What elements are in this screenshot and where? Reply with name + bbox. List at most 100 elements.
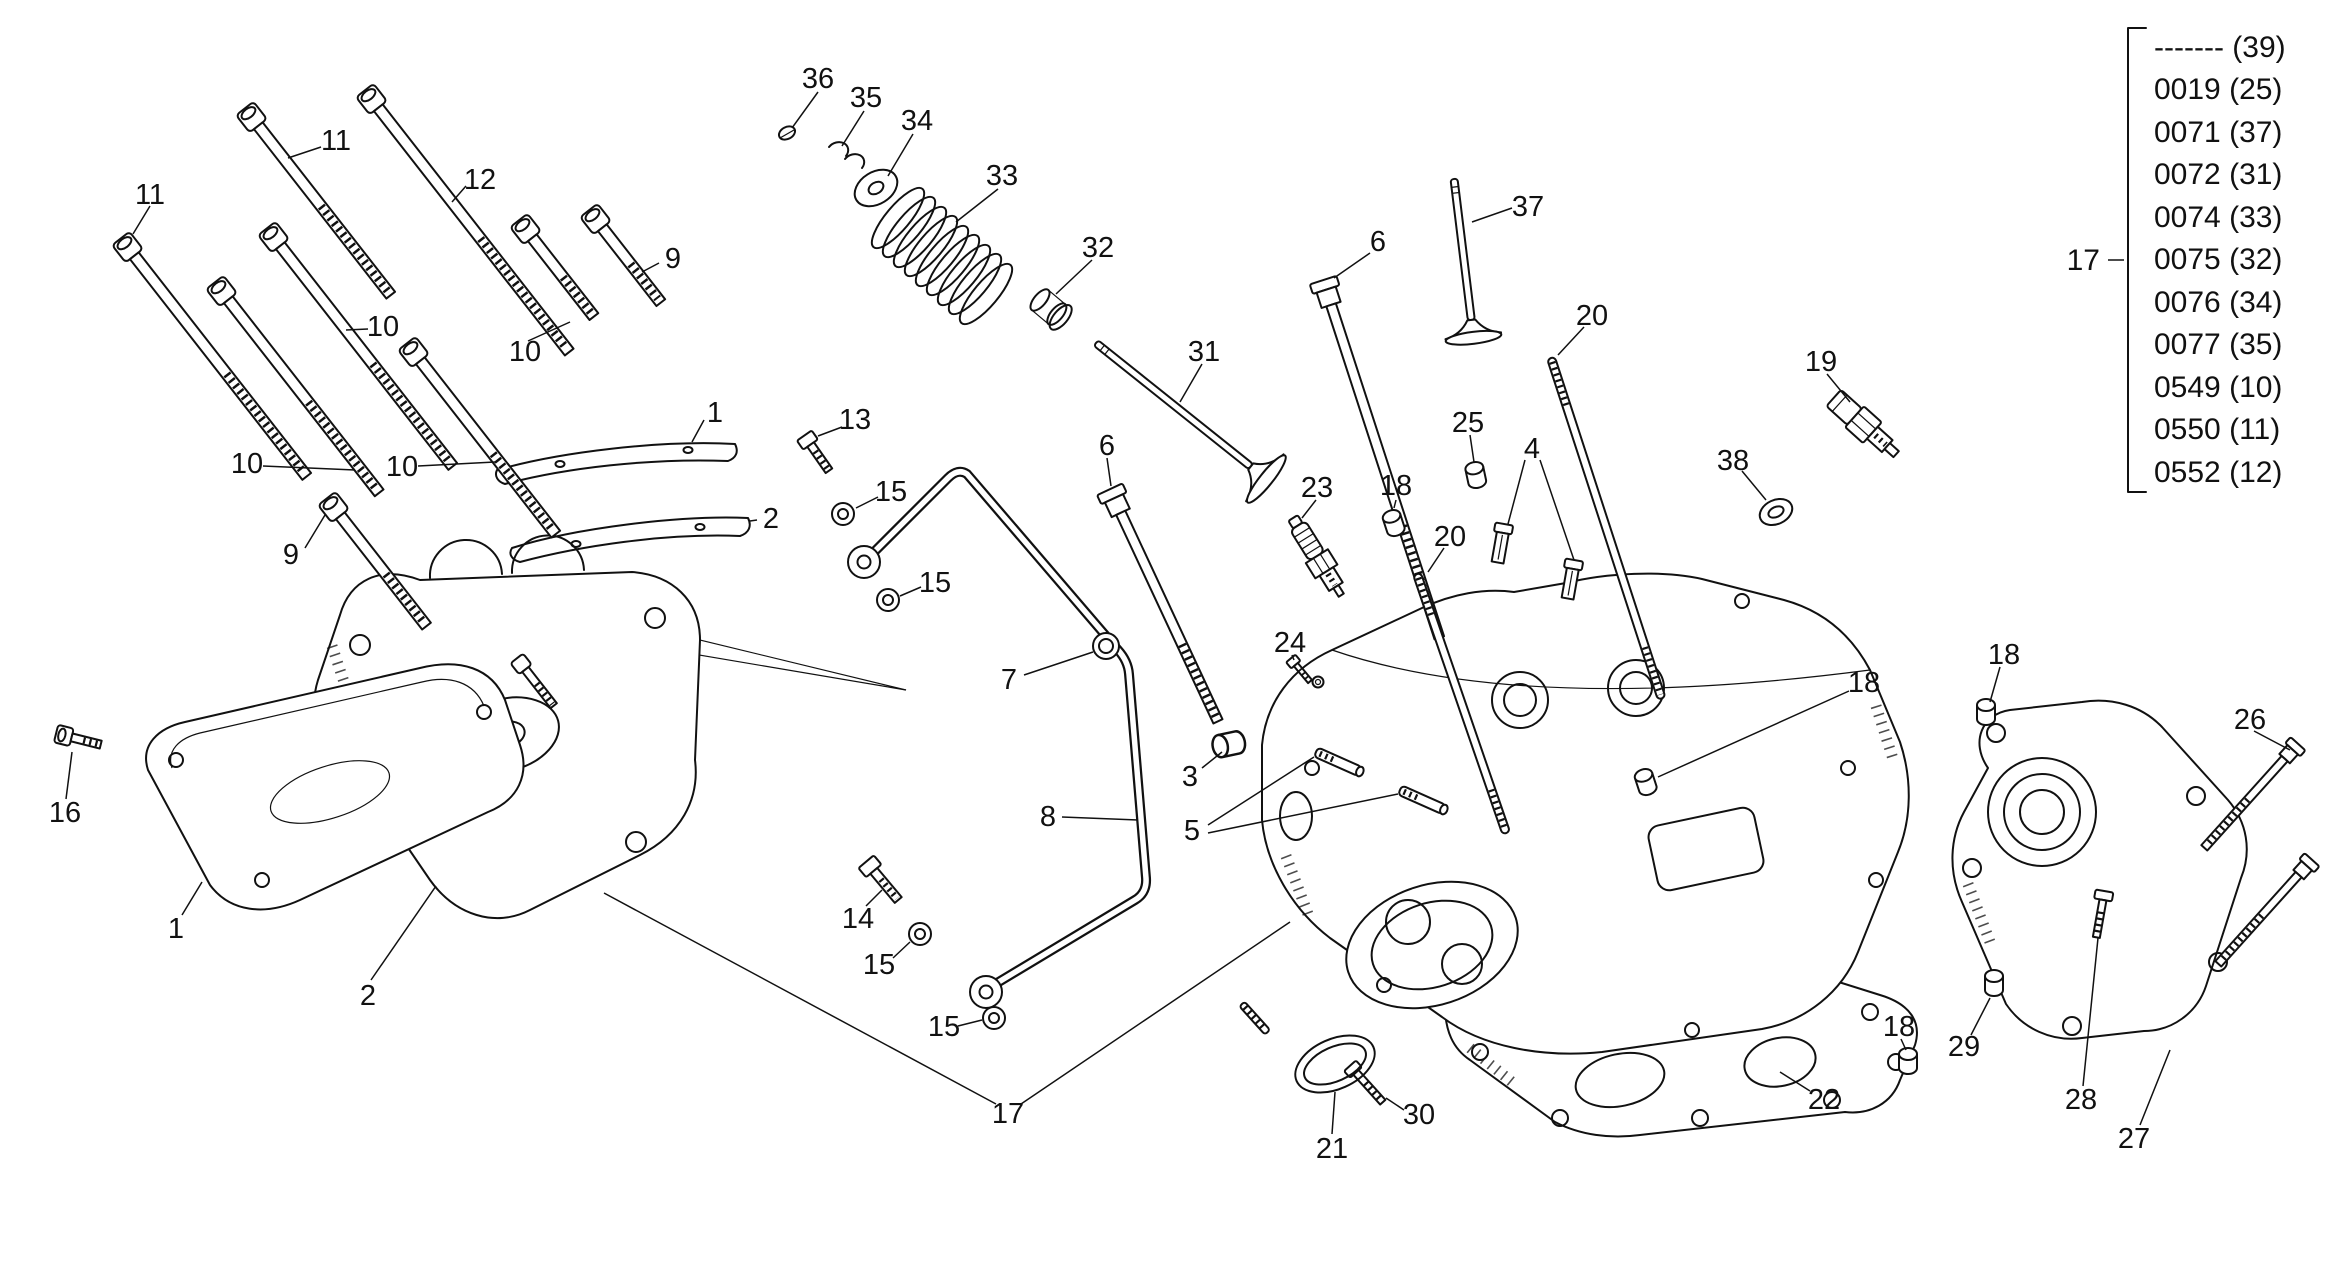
callout-label: 32 — [1082, 232, 1114, 264]
gasket-plate-1 — [495, 442, 738, 485]
legend-item: 0019 (25) — [2154, 73, 2282, 106]
legend-item: 0077 (35) — [2154, 328, 2282, 361]
callout-label: 30 — [1403, 1099, 1435, 1131]
screw-28 — [2091, 888, 2115, 939]
stud-small — [1239, 1001, 1270, 1035]
bolt-10-c — [398, 337, 562, 539]
callout-label: 20 — [1576, 300, 1608, 332]
valve-31 — [1094, 340, 1287, 504]
callout-label: 2 — [360, 980, 376, 1012]
callout-label: 16 — [49, 797, 81, 829]
bolt-12 — [356, 84, 575, 357]
valve-guide-4 — [1487, 521, 1515, 566]
callout-label: 26 — [2234, 704, 2266, 736]
cap-25 — [1463, 459, 1489, 491]
cap-18 — [1976, 698, 1996, 726]
bolt-11-a — [236, 102, 397, 300]
temp-sensor-19 — [1826, 389, 1900, 459]
callout-label: 3 — [1182, 761, 1198, 793]
bolt-10-b — [258, 222, 459, 471]
legend-item: 0071 (37) — [2154, 116, 2282, 149]
cover-screw — [510, 653, 558, 710]
spring-retainer-34 — [853, 168, 899, 208]
bolt-16 — [53, 724, 103, 750]
callout-label: 35 — [850, 82, 882, 114]
o-ring-21 — [1294, 1034, 1376, 1094]
legend-ref-label: 17 — [2067, 244, 2100, 277]
valve-spring-33 — [870, 186, 1014, 326]
bolt-9-b — [318, 492, 432, 631]
callout-label: 4 — [1524, 433, 1540, 465]
callout-label: 10 — [231, 448, 263, 480]
washer-24 — [1311, 675, 1325, 689]
cylinder-head — [1261, 572, 1910, 1055]
callout-label: 6 — [1099, 430, 1115, 462]
screw-26-b — [2214, 852, 2320, 968]
callout-label: 29 — [1948, 1031, 1980, 1063]
bolt-10-d — [510, 214, 600, 321]
callout-label: 10 — [386, 451, 418, 483]
legend-bracket — [2127, 27, 2147, 493]
fasteners — [53, 84, 2320, 1106]
legend-item: ------- (39) — [2154, 31, 2286, 64]
stud-20-a — [1547, 356, 1666, 700]
callout-label: 11 — [321, 125, 351, 157]
callout-label: 34 — [901, 105, 933, 137]
bolt-9-a — [580, 204, 667, 308]
water-pump-cover — [1951, 699, 2248, 1040]
callout-label: 8 — [1040, 801, 1056, 833]
valve-collet-36 — [777, 125, 797, 141]
legend-item: 0075 (32) — [2154, 243, 2282, 276]
callout-label: 20 — [1434, 521, 1466, 553]
callout-label: 9 — [283, 539, 299, 571]
callout-label: 17 — [992, 1098, 1024, 1130]
oil-pipe-8 — [831, 466, 1152, 1030]
callout-label: 37 — [1512, 191, 1544, 223]
bolt-10-a — [206, 276, 385, 498]
callout-label: 18 — [1883, 1011, 1915, 1043]
callout-label: 22 — [1808, 1084, 1840, 1116]
callout-label: 11 — [135, 179, 165, 211]
callout-label: 5 — [1184, 815, 1200, 847]
callout-label: 18 — [1380, 470, 1412, 502]
legend: 17 ------- (39) 0019 (25) 0071 (37) 0072… — [2067, 27, 2286, 493]
screw-24 — [1285, 654, 1313, 685]
callout-label: 21 — [1316, 1133, 1348, 1165]
stud-5-a — [1314, 747, 1365, 778]
bushing-29 — [1984, 969, 2004, 997]
callout-label: 38 — [1717, 445, 1749, 477]
callout-label: 15 — [863, 949, 895, 981]
stud-20-b — [1413, 572, 1510, 835]
front-cover — [145, 663, 525, 911]
callout-label: 19 — [1805, 346, 1837, 378]
callout-label: 1 — [168, 913, 184, 945]
callout-label: 7 — [1001, 664, 1017, 696]
valve-collets-35 — [828, 141, 866, 169]
callout-label: 24 — [1274, 627, 1306, 659]
spring-seat-32 — [1029, 288, 1073, 331]
callout-label: 27 — [2118, 1123, 2150, 1155]
bolt-11-b — [112, 232, 313, 481]
bolt-6-b — [1096, 483, 1224, 725]
cap-18 — [1898, 1047, 1918, 1075]
screw-26-a — [2200, 736, 2306, 852]
callout-label: 18 — [1988, 639, 2020, 671]
legend-item: 0074 (33) — [2154, 201, 2282, 234]
callout-label: 36 — [802, 63, 834, 95]
callout-label: 15 — [928, 1011, 960, 1043]
callout-label: 10 — [509, 336, 541, 368]
valve-train — [777, 125, 2004, 1094]
callout-label: 1 — [707, 397, 723, 429]
bolt-14 — [858, 855, 903, 904]
bolt-13 — [796, 430, 834, 475]
legend-item: 0076 (34) — [2154, 286, 2282, 319]
callout-label: 2 — [763, 503, 779, 535]
callout-label: 9 — [665, 243, 681, 275]
callout-label: 6 — [1370, 226, 1386, 258]
leader-lines — [65, 91, 2291, 1135]
callout-label: 23 — [1301, 472, 1333, 504]
banjo-washer-15 — [831, 502, 1006, 1030]
bolt-6-a — [1309, 275, 1446, 641]
callout-label: 13 — [839, 404, 871, 436]
